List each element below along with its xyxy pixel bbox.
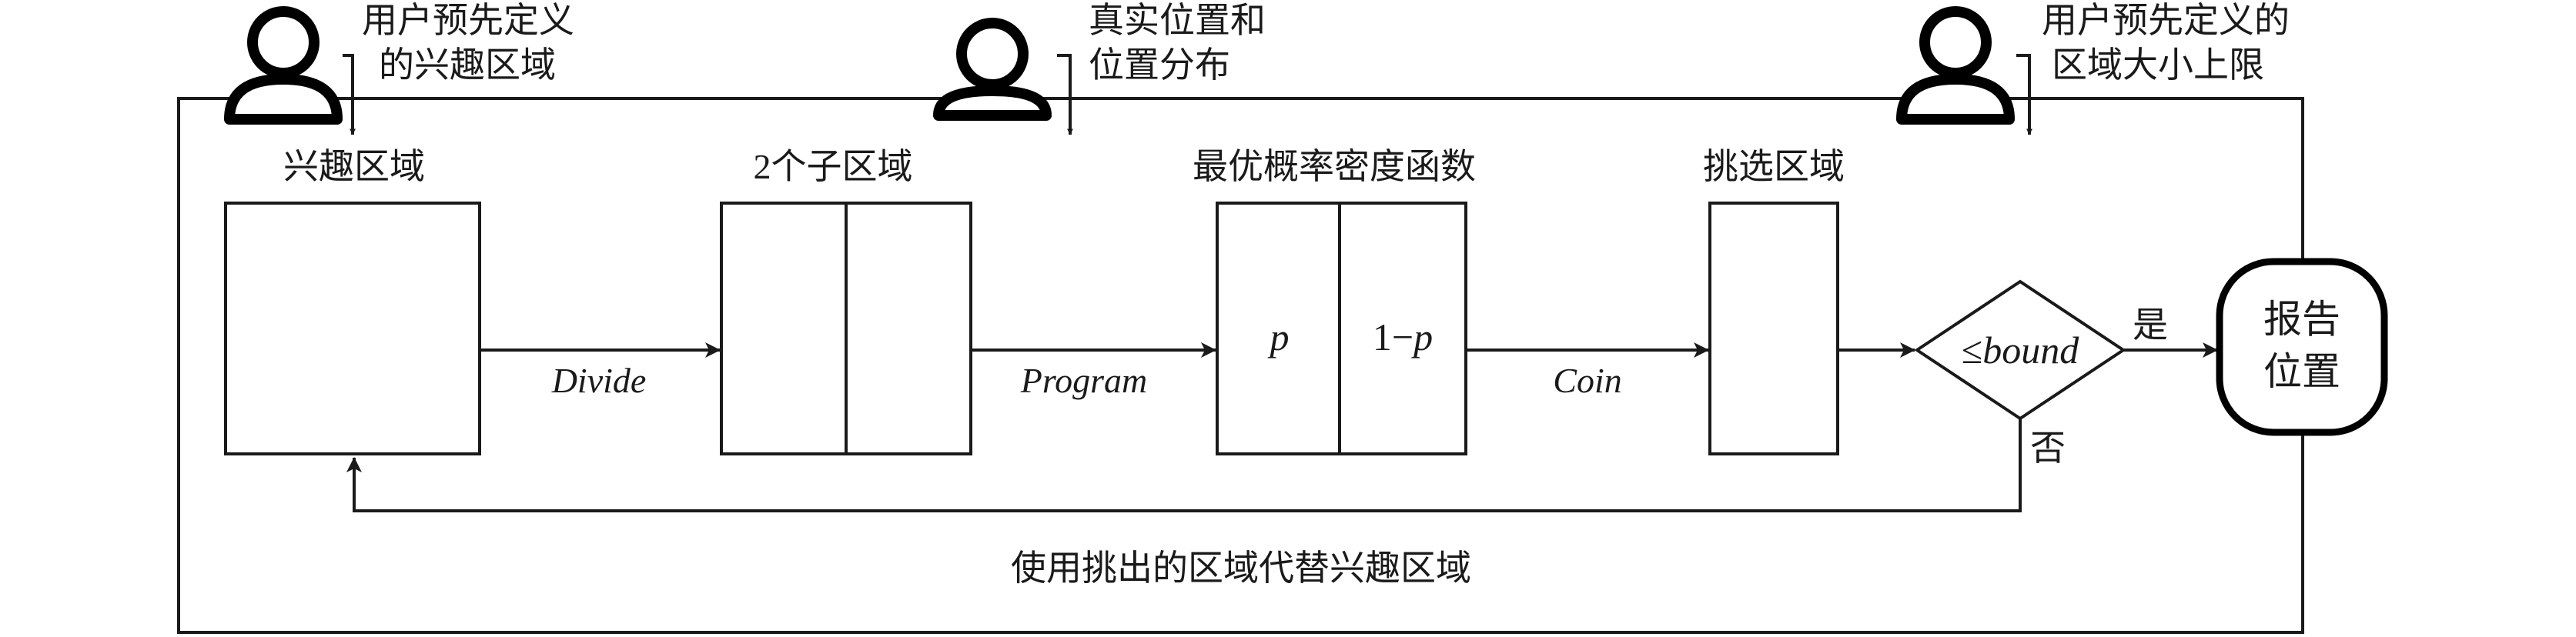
report-position-line2: 位置 bbox=[2263, 350, 2340, 393]
no-label: 否 bbox=[2030, 429, 2066, 468]
program-label: Program bbox=[1020, 361, 1147, 400]
actor-2-label-line2: 位置分布 bbox=[1089, 45, 1230, 85]
loop-caption: 使用挑出的区域代替兴趣区域 bbox=[1011, 549, 1471, 588]
actor-3-label-line1: 用户预先定义的 bbox=[2042, 1, 2290, 40]
actor-3-label-line2: 区域大小上限 bbox=[2052, 45, 2264, 85]
user-icon bbox=[933, 18, 1052, 121]
actor-1-label-line2: 的兴趣区域 bbox=[379, 45, 556, 85]
user-icon bbox=[1896, 6, 2015, 125]
selected-region-box bbox=[1708, 202, 1839, 455]
yes-label: 是 bbox=[2133, 305, 2168, 345]
optimal-pdf-box bbox=[1216, 202, 1467, 455]
bound-condition-label: ≤bound bbox=[1962, 329, 2079, 372]
divide-label: Divide bbox=[551, 361, 647, 400]
actor-user-3: 用户预先定义的 区域大小上限 bbox=[1896, 1, 2290, 135]
region-of-interest-box bbox=[224, 202, 481, 455]
user-icon bbox=[224, 6, 343, 125]
one-minus-p-label: 1−p bbox=[1373, 315, 1433, 359]
actor-2-arrow bbox=[1057, 54, 1073, 135]
actor-1-arrow bbox=[343, 54, 356, 135]
coin-label: Coin bbox=[1553, 361, 1621, 400]
report-position-box bbox=[2216, 258, 2388, 436]
actor-user-2: 真实位置和 位置分布 bbox=[933, 1, 1266, 135]
report-position-line1: 报告 bbox=[2263, 298, 2340, 341]
loop-back-arrow bbox=[346, 419, 2022, 512]
region-of-interest-title: 兴趣区域 bbox=[283, 147, 425, 186]
actor-2-label-line1: 真实位置和 bbox=[1089, 1, 1266, 40]
actor-user-1: 用户预先定义 的兴趣区域 bbox=[224, 1, 574, 135]
p-label: p bbox=[1268, 315, 1290, 359]
actor-1-label-line1: 用户预先定义 bbox=[362, 1, 574, 40]
selected-region-title: 挑选区域 bbox=[1703, 147, 1845, 186]
actor-3-arrow bbox=[2016, 54, 2032, 135]
two-subregions-title: 2个子区域 bbox=[754, 147, 913, 186]
optimal-pdf-title: 最优概率密度函数 bbox=[1193, 147, 1476, 186]
